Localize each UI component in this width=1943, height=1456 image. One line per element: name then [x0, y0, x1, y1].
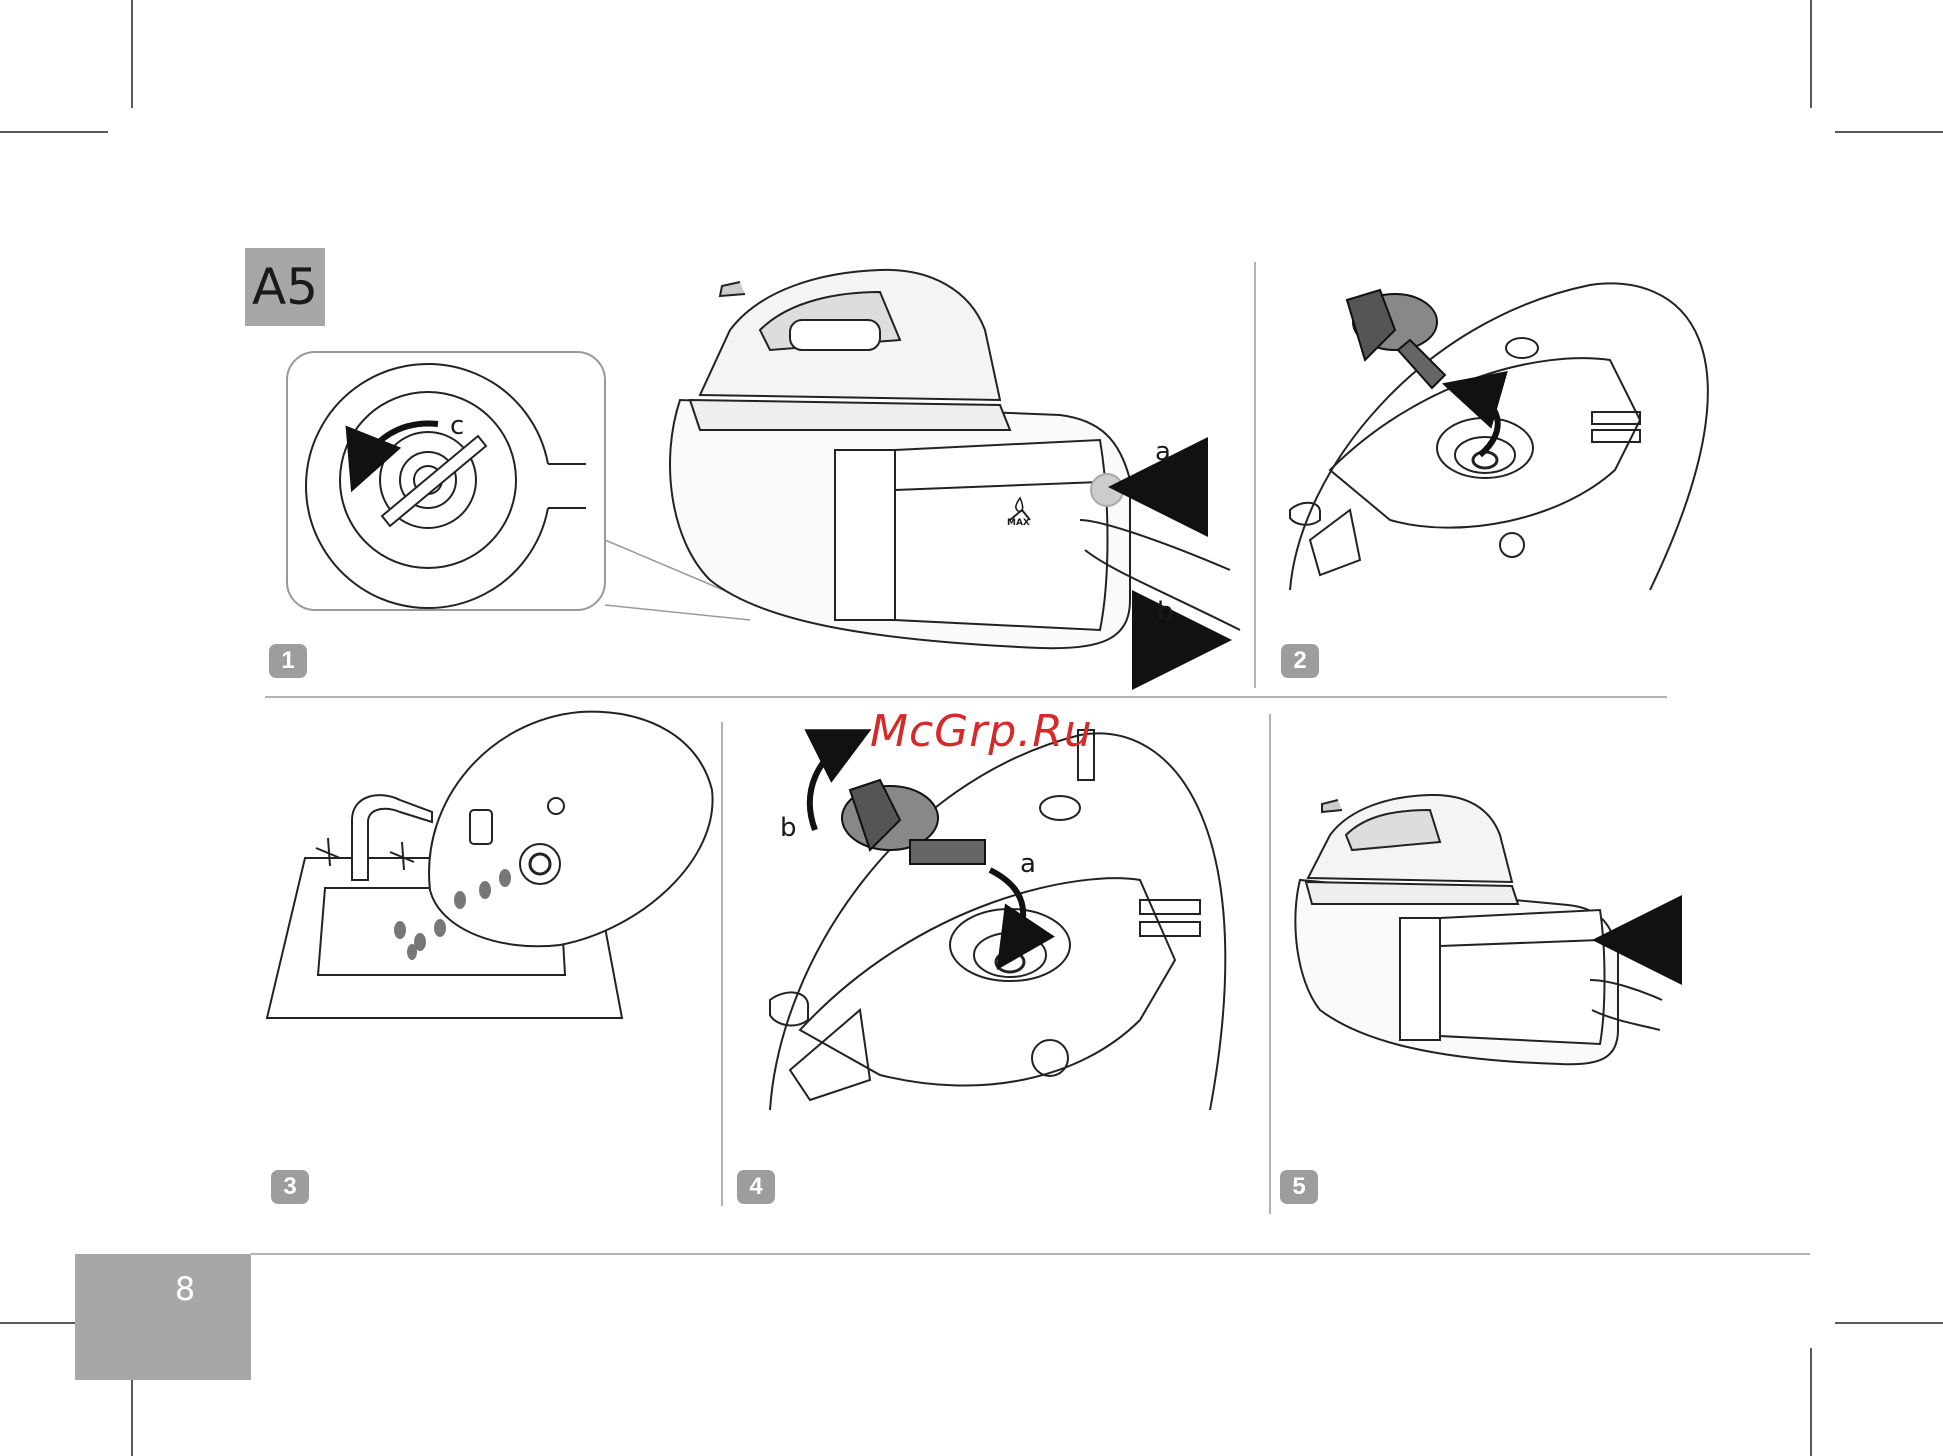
page-number: 8	[170, 1270, 200, 1308]
rotate-arrow-icon	[360, 423, 438, 470]
label-c: c	[450, 411, 464, 441]
step-badge-1: 1	[269, 644, 307, 678]
tap-icon	[316, 795, 432, 880]
base-underside-3	[429, 712, 713, 947]
step-badge-4: 4	[737, 1170, 775, 1204]
steam-generator-5	[1295, 795, 1662, 1064]
base-underside-2	[1290, 283, 1708, 590]
page-number-box	[75, 1254, 251, 1380]
step-badge-3: 3	[271, 1170, 309, 1204]
label-a-4: a	[1020, 849, 1036, 879]
filter-cartridge-2	[1347, 290, 1445, 388]
rotate-arrow-icon	[1465, 390, 1498, 455]
section-tag: A5	[245, 248, 325, 326]
filter-cartridge-4	[842, 780, 985, 864]
label-a-1: a	[1155, 437, 1171, 467]
step-badge-2: 2	[1281, 644, 1319, 678]
step-badge-5: 5	[1280, 1170, 1318, 1204]
watermark: McGrp.Ru	[870, 706, 1093, 757]
label-b-4: b	[780, 813, 797, 843]
base-underside-4	[770, 730, 1225, 1110]
label-b-1: b	[1157, 597, 1174, 627]
max-mark: MAX	[1007, 518, 1030, 528]
